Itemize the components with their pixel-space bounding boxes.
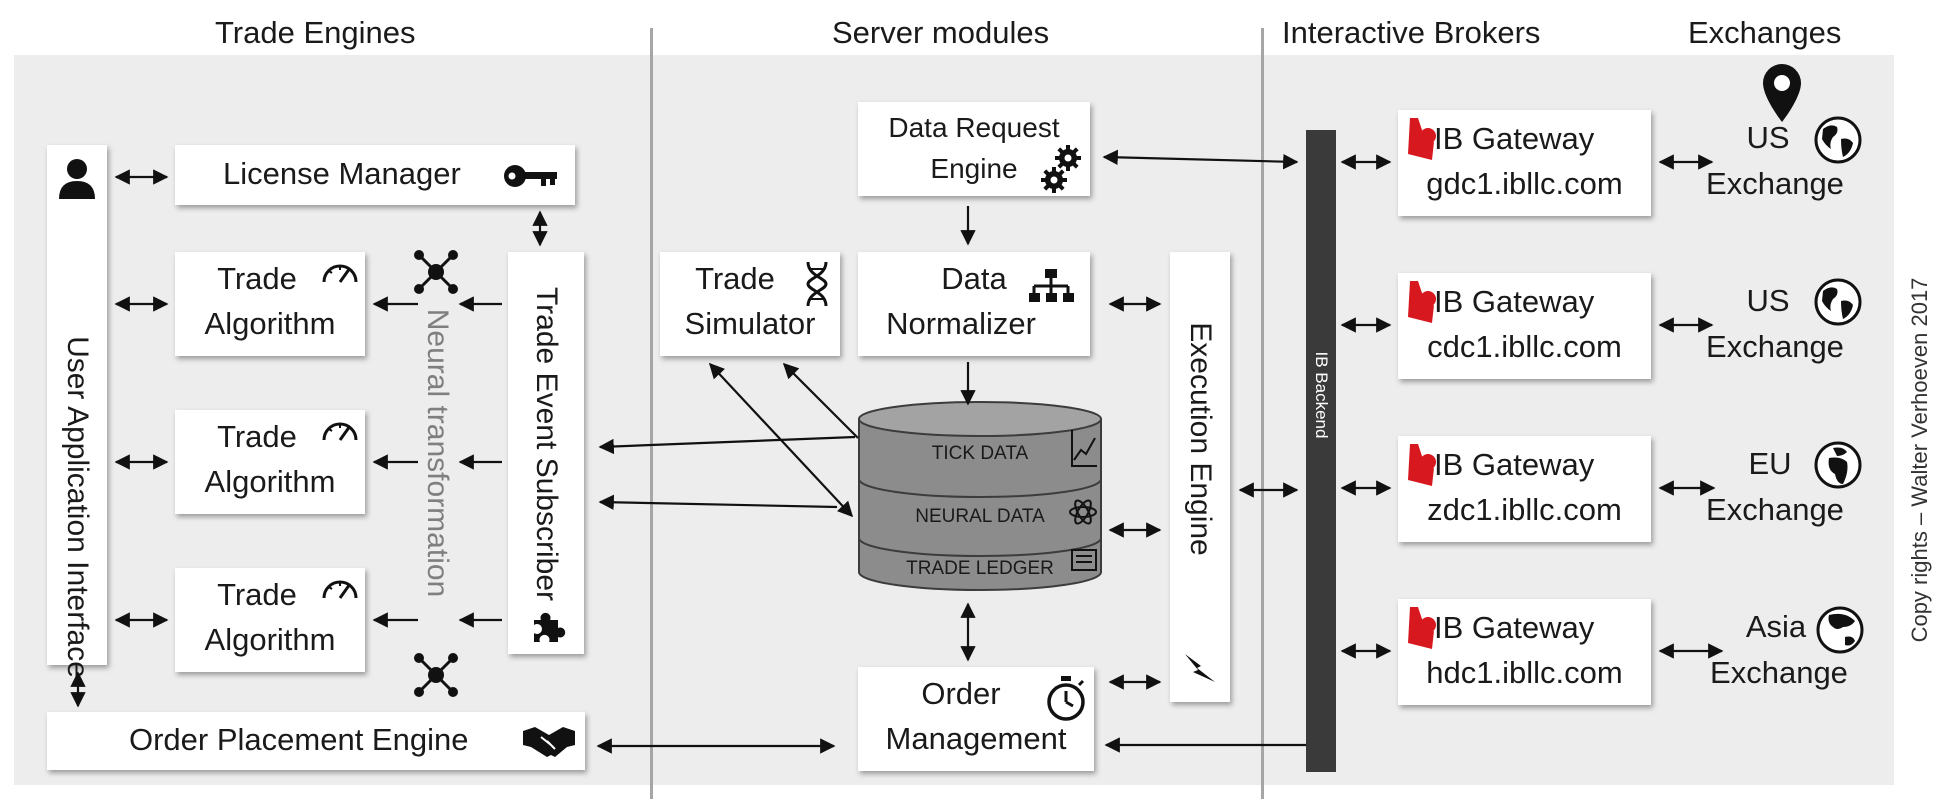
trade-algorithm-label-line1: Trade — [217, 577, 297, 612]
db-layer-tick-data: TICK DATA — [931, 443, 1029, 464]
dna-icon — [806, 261, 828, 307]
data-normalizer-box: Data Normalizer — [858, 252, 1090, 356]
exchange-label: Exchange — [1706, 166, 1844, 201]
key-icon — [504, 165, 557, 187]
order-placement-engine-label: Order Placement Engine — [129, 722, 469, 757]
ib-gateway-box-4: IB Gateway hdc1.ibllc.com — [1398, 599, 1651, 705]
order-management-label-line1: Order — [921, 676, 1001, 711]
header-exchanges: Exchanges — [1688, 15, 1842, 50]
data-request-engine-box: Data Request Engine — [858, 102, 1090, 196]
stopwatch-icon — [1047, 676, 1085, 721]
user-icon — [59, 159, 95, 199]
db-layer-trade-ledger: TRADE LEDGER — [906, 558, 1054, 579]
database-cylinder — [858, 401, 1102, 591]
network-node-icon — [414, 653, 458, 697]
globe-icon — [1816, 606, 1864, 654]
atom-icon — [1069, 499, 1097, 525]
speedometer-icon — [322, 264, 358, 283]
exchange-label: Exchange — [1710, 655, 1848, 690]
ib-gateway-label: IB Gateway — [1434, 447, 1595, 482]
globe-icon — [1814, 441, 1862, 489]
data-request-engine-label-line1: Data Request — [888, 112, 1060, 143]
network-node-icon — [414, 250, 458, 294]
ib-gateway-host: gdc1.ibllc.com — [1426, 166, 1623, 201]
order-management-label-line2: Management — [885, 721, 1067, 756]
ledger-icon — [1071, 549, 1097, 571]
handshake-icon — [523, 727, 575, 757]
ib-gateway-host: zdc1.ibllc.com — [1427, 492, 1622, 527]
ib-gateway-host: hdc1.ibllc.com — [1426, 655, 1623, 690]
ib-gateway-label: IB Gateway — [1434, 284, 1595, 319]
ib-logo-icon — [1408, 607, 1436, 649]
ib-logo-icon — [1408, 444, 1436, 486]
license-manager-box: License Manager — [175, 145, 575, 205]
data-request-engine-label-line2: Engine — [930, 153, 1018, 184]
location-pin-icon — [1763, 64, 1801, 122]
chart-icon — [1071, 430, 1097, 467]
header-server-modules: Server modules — [832, 15, 1050, 50]
ib-gateway-box-2: IB Gateway cdc1.ibllc.com — [1398, 273, 1651, 379]
ib-gateway-box-1: IB Gateway gdc1.ibllc.com — [1398, 110, 1651, 216]
ib-gateway-host: cdc1.ibllc.com — [1427, 329, 1622, 364]
user-application-interface-box: User Application Interface — [47, 145, 107, 678]
ib-logo-icon — [1408, 281, 1436, 323]
db-layer-neural-data: NEURAL DATA — [915, 506, 1045, 527]
exchange-label: Exchange — [1706, 329, 1844, 364]
trade-algorithm-label-line2: Algorithm — [204, 622, 336, 657]
trade-event-subscriber-box: Trade Event Subscriber — [508, 252, 584, 654]
globe-icon — [1814, 278, 1862, 326]
exchange-region: US — [1746, 120, 1790, 155]
puzzle-icon — [534, 612, 566, 642]
exchange-region: EU — [1748, 446, 1792, 481]
exchange-region: US — [1746, 283, 1790, 318]
order-placement-engine-box: Order Placement Engine — [47, 712, 585, 770]
exchange-region: Asia — [1745, 609, 1807, 644]
hierarchy-icon — [1029, 269, 1074, 302]
ib-gateway-label: IB Gateway — [1434, 121, 1595, 156]
data-normalizer-label-line1: Data — [941, 261, 1007, 296]
speedometer-icon — [322, 422, 358, 441]
trade-algorithm-box-3: Trade Algorithm — [175, 568, 365, 672]
trade-algorithm-label-line2: Algorithm — [204, 306, 336, 341]
execution-engine-box: Execution Engine — [1170, 252, 1230, 702]
trade-algorithm-label-line2: Algorithm — [204, 464, 336, 499]
license-manager-label: License Manager — [223, 156, 461, 191]
header-interactive-brokers: Interactive Brokers — [1282, 15, 1541, 50]
ib-gateway-label: IB Gateway — [1434, 610, 1595, 645]
ib-logo-icon — [1408, 118, 1436, 160]
globe-icon — [1814, 116, 1862, 164]
header-trade-engines: Trade Engines — [215, 15, 416, 50]
speedometer-icon — [322, 580, 358, 599]
exchange-label: Exchange — [1706, 492, 1844, 527]
trade-algorithm-box-1: Trade Algorithm — [175, 252, 365, 356]
ib-backend-bar: IB Backend — [1306, 130, 1336, 772]
divider-trade-server — [650, 28, 653, 799]
trade-simulator-box: Trade Simulator — [660, 252, 840, 356]
trade-algorithm-label-line1: Trade — [217, 419, 297, 454]
trade-algorithm-box-2: Trade Algorithm — [175, 410, 365, 514]
trade-simulator-label-line1: Trade — [695, 261, 775, 296]
data-normalizer-label-line2: Normalizer — [886, 306, 1036, 341]
ib-gateway-box-3: IB Gateway zdc1.ibllc.com — [1398, 436, 1651, 542]
divider-server-broker — [1261, 28, 1264, 799]
trade-algorithm-label-line1: Trade — [217, 261, 297, 296]
order-management-box: Order Management — [858, 667, 1094, 771]
trade-simulator-label-line2: Simulator — [684, 306, 816, 341]
lightning-icon — [1185, 654, 1215, 682]
gears-icon — [1041, 145, 1081, 193]
